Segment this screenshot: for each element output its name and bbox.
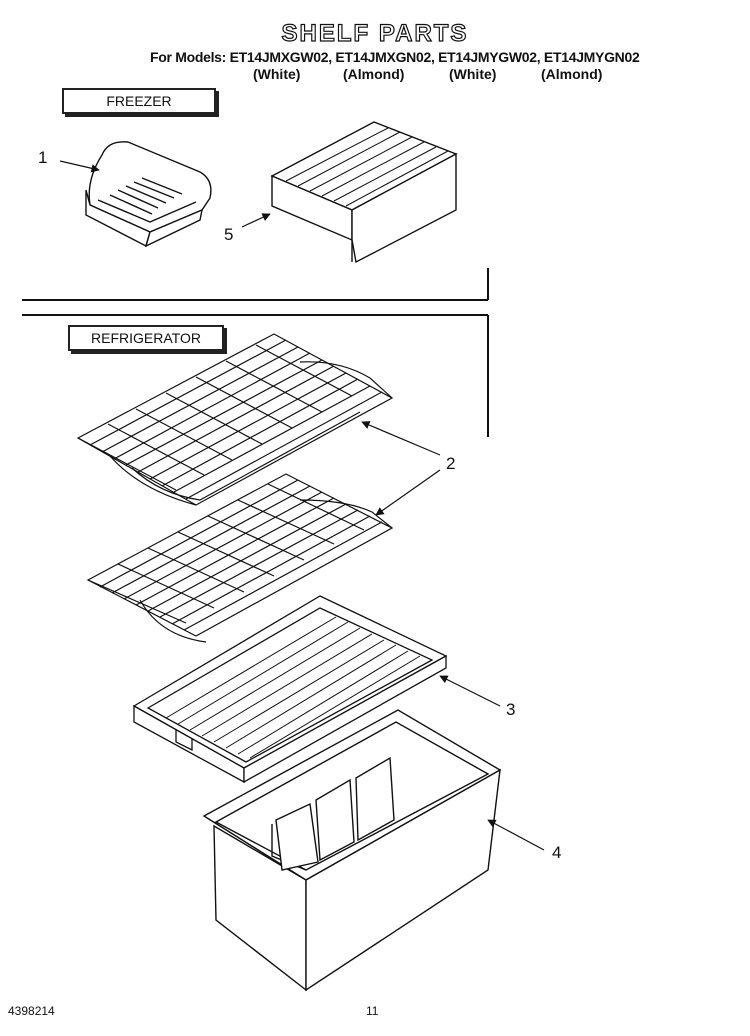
crisper-cover-part (132, 595, 448, 784)
callout-1: 1 (38, 148, 48, 167)
freezer-shelf-part (270, 121, 458, 264)
crisper-pan-part (202, 709, 502, 992)
callout-4: 4 (552, 843, 562, 862)
doc-number: 4398214 (8, 1004, 55, 1018)
callout-2: 2 (446, 454, 456, 473)
callout-3: 3 (506, 700, 516, 719)
freezer-section-label: FREEZER (62, 88, 216, 114)
section-dividers (22, 268, 489, 437)
color-label-3: (White) (449, 66, 497, 82)
leader-lines (59, 160, 545, 851)
color-label-1: (White) (253, 66, 301, 82)
freezer-bin-part (85, 141, 212, 248)
page-number: 11 (366, 1004, 379, 1018)
color-label-4: (Almond) (541, 66, 603, 82)
color-label-2: (Almond) (343, 66, 405, 82)
page-title: SHELF PARTS (281, 19, 469, 47)
callout-5: 5 (224, 225, 234, 244)
wire-shelf-upper (76, 333, 394, 506)
refrigerator-section-label: REFRIGERATOR (68, 325, 224, 351)
models-line: For Models: ET14JMXGW02, ET14JMXGN02, ET… (150, 49, 640, 65)
wire-shelf-lower (86, 473, 394, 643)
